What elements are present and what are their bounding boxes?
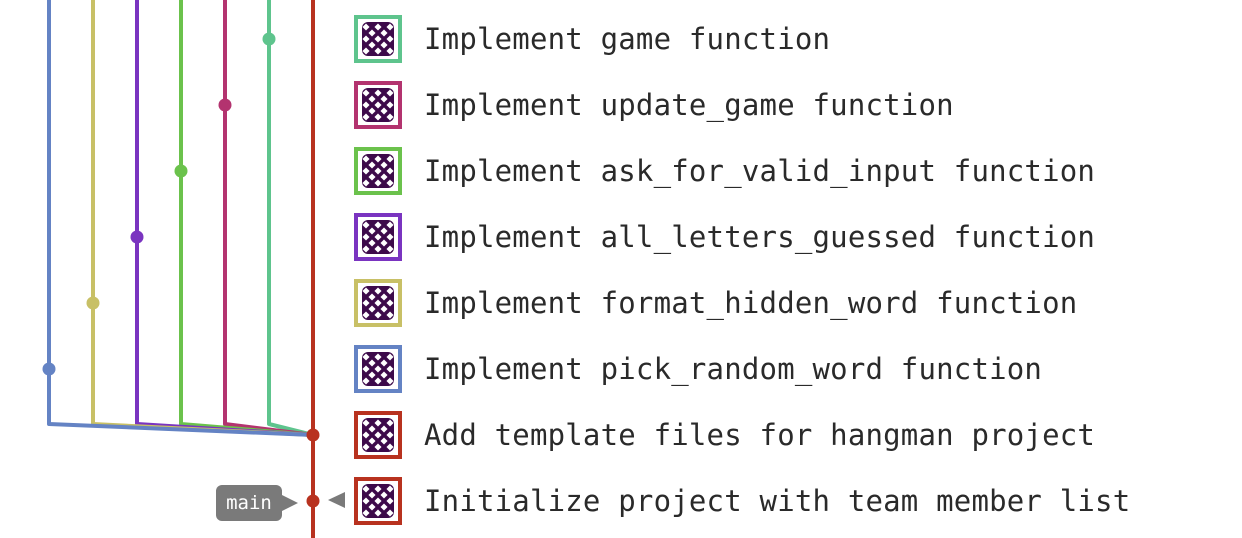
commit-message: Implement all_letters_guessed function — [424, 220, 1096, 254]
author-avatar-icon — [354, 213, 402, 261]
commit-dot — [42, 362, 56, 376]
commit-row[interactable]: Implement format_hidden_word function — [354, 278, 1077, 328]
commit-dot — [86, 296, 100, 310]
commit-row[interactable]: Add template files for hangman project — [354, 410, 1095, 460]
branch-line-green — [179, 0, 314, 437]
commit-message: Initialize project with team member list — [424, 484, 1131, 518]
commit-message: Implement ask_for_valid_input function — [424, 154, 1096, 188]
branch-label-main[interactable]: main — [216, 485, 298, 521]
author-avatar-icon — [354, 15, 402, 63]
head-pointer-icon — [328, 492, 345, 508]
commit-message: Implement update_game function — [424, 88, 954, 122]
author-avatar-icon — [354, 345, 402, 393]
branch-line-khaki — [91, 0, 314, 437]
commit-message: Implement game function — [424, 22, 831, 56]
commit-dot — [130, 230, 144, 244]
commit-row[interactable]: Implement update_game function — [354, 80, 954, 130]
commit-message: Implement format_hidden_word function — [424, 286, 1078, 320]
commit-row[interactable]: Implement ask_for_valid_input function — [354, 146, 1095, 196]
commit-dot — [174, 164, 188, 178]
commit-row[interactable]: Implement game function — [354, 14, 830, 64]
author-avatar-icon — [354, 477, 402, 525]
commit-row[interactable]: Implement pick_random_word function — [354, 344, 1042, 394]
commit-message: Implement pick_random_word function — [424, 352, 1043, 386]
branch-line-blue — [47, 0, 314, 437]
commit-row[interactable]: Initialize project with team member list — [354, 476, 1130, 526]
commit-dot — [262, 32, 276, 46]
author-avatar-icon — [354, 411, 402, 459]
commit-dot — [306, 494, 320, 508]
commit-dot — [306, 428, 320, 442]
author-avatar-icon — [354, 279, 402, 327]
branch-line-teal — [267, 0, 314, 437]
commit-dot — [218, 98, 232, 112]
commit-message: Add template files for hangman project — [424, 418, 1096, 452]
author-avatar-icon — [354, 81, 402, 129]
author-avatar-icon — [354, 147, 402, 195]
commit-row[interactable]: Implement all_letters_guessed function — [354, 212, 1095, 262]
